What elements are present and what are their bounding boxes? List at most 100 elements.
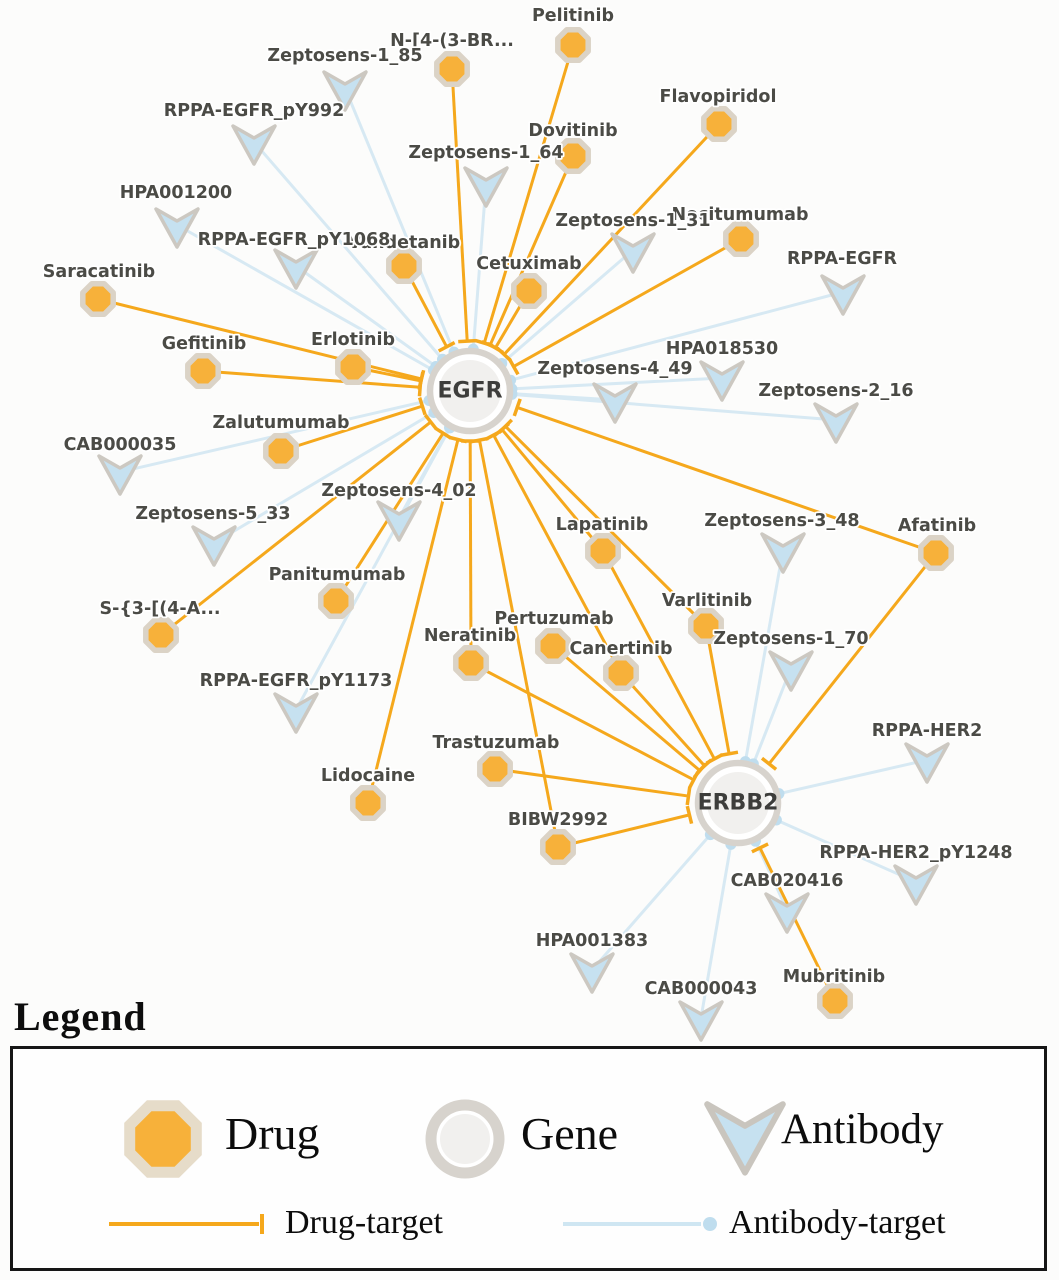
- legend-gene-icon: [425, 1099, 505, 1179]
- edge-drug-afatinib-egfr: [516, 406, 937, 555]
- drug-node-afatinib: [918, 535, 954, 571]
- legend-antibody-icon: [704, 1101, 786, 1176]
- drug-label-lidocaine: Lidocaine: [321, 766, 415, 786]
- drug-node-n-4-3-br: [434, 51, 470, 87]
- drug-label-lapatinib: Lapatinib: [556, 515, 649, 535]
- edge-drug-bibw2992-erbb2: [557, 813, 690, 849]
- drug-node-varlitinib: [688, 608, 724, 644]
- antibody-label-zeptosens-1-70: Zeptosens-1_70: [713, 629, 868, 649]
- antibody-label-rppa-her2-py1248: RPPA-HER2_pY1248: [819, 843, 1012, 863]
- legend-antibody-label: Antibody: [781, 1106, 944, 1153]
- drug-label-cetuximab: Cetuximab: [476, 254, 581, 274]
- drug-edge-tee: [484, 429, 503, 441]
- antibody-node-zeptosens-5-33: [191, 525, 237, 567]
- edge-drug-flavopiridol-egfr: [503, 122, 721, 356]
- edge-drug-varlitinib-egfr: [504, 425, 708, 628]
- drug-node-gefitinib: [185, 353, 221, 389]
- edge-antibody-hpa018530-egfr: [511, 376, 723, 391]
- antibody-node-rppa-egfr: [820, 274, 866, 316]
- edge-drug-neratinib-erbb2: [470, 661, 695, 782]
- antibody-node-cab000043: [678, 1000, 724, 1042]
- drug-edge-tee: [687, 770, 700, 789]
- antibody-label-rppa-egfr: RPPA-EGFR: [787, 249, 898, 269]
- antibody-node-rppa-egfr-py1068: [273, 248, 319, 290]
- edge-antibody-hpa001200-egfr: [176, 223, 435, 372]
- legend-drug-icon: [124, 1100, 202, 1178]
- drug-node-panitumumab: [318, 583, 354, 619]
- edge-drug-dovitinib-egfr: [488, 155, 575, 346]
- antibody-label-zeptosens-1-85: Zeptosens-1_85: [267, 46, 422, 66]
- gene-label-erbb2: ERBB2: [698, 791, 779, 816]
- edge-drug-lapatinib-egfr: [500, 428, 605, 552]
- legend-title: Legend: [14, 994, 147, 1039]
- edge-drug-canertinib-egfr: [492, 434, 623, 674]
- drug-label-afatinib: Afatinib: [898, 516, 976, 536]
- edge-antibody-zeptosens-2-16-egfr: [511, 392, 837, 422]
- edge-drug-lapatinib-erbb2: [601, 550, 716, 760]
- antibody-node-zeptosens-1-70: [768, 650, 814, 692]
- drug-node-pelitinib: [555, 27, 591, 63]
- edge-antibody-zeptosens-1-64-egfr: [471, 183, 488, 350]
- drug-edge-tee: [696, 758, 713, 774]
- antibody-node-rppa-her2-py1248: [893, 864, 939, 906]
- edge-drug-canertinib-erbb2: [619, 671, 706, 767]
- drug-edge-tee: [458, 338, 477, 344]
- drug-node-lidocaine: [350, 785, 386, 821]
- edge-antibody-hpa001383-erbb2: [590, 833, 712, 971]
- gene-node-erbb2: [694, 759, 782, 847]
- edge-antibody-zeptosens-1-31-egfr: [500, 248, 634, 365]
- legend-box: Drug Gene Antibody Drug-target Antibody-…: [10, 1046, 1047, 1271]
- edge-drug-mubritinib-erbb2: [758, 847, 837, 1002]
- legend-antibody-target-label: Antibody-target: [729, 1204, 946, 1241]
- drug-label-canertinib: Canertinib: [570, 639, 673, 659]
- drug-label-neratinib: Neratinib: [424, 626, 516, 646]
- antibody-node-hpa018530: [699, 360, 745, 402]
- edge-drug-n-4-3-br-egfr: [450, 68, 469, 342]
- edge-drug-gefitinib-egfr: [202, 369, 421, 389]
- antibody-label-zeptosens-1-31: Zeptosens-1_31: [555, 211, 710, 231]
- antibody-label-zeptosens-2-16: Zeptosens-2_16: [758, 381, 913, 401]
- drug-edge-tee: [448, 435, 468, 444]
- drug-label-dovitinib: Dovitinib: [528, 121, 617, 141]
- antibody-node-rppa-egfr-py1173: [273, 692, 319, 734]
- edge-antibody-zeptosens-1-70-erbb2: [751, 667, 793, 765]
- node-labels: EGFRERBB2PelitinibN-[4-(3-BR...Flavopiri…: [41, 4, 1014, 1001]
- drug-label-flavopiridol: Flavopiridol: [660, 87, 777, 107]
- drug-label-vandetanib: Vandetanib: [348, 233, 460, 253]
- antibody-label-zeptosens-3-48: Zeptosens-3_48: [704, 511, 859, 531]
- drug-edge-tee: [417, 371, 425, 391]
- nodes: [80, 27, 954, 1042]
- drug-node-vandetanib: [386, 248, 422, 284]
- drug-node-necitumumab: [723, 221, 759, 257]
- drug-edge-tee: [719, 750, 739, 758]
- antibody-node-rppa-her2: [904, 742, 950, 784]
- drug-label-saracatinib: Saracatinib: [43, 262, 155, 282]
- antibody-label-hpa001383: HPA001383: [536, 931, 648, 951]
- antibody-label-hpa001200: HPA001200: [120, 183, 232, 203]
- drug-node-canertinib: [603, 655, 639, 691]
- edge-antibody-zeptosens-3-48-erbb2: [743, 549, 785, 762]
- antibody-node-zeptosens-1-85: [322, 70, 368, 112]
- edge-drug-necitumumab-egfr: [512, 237, 742, 368]
- antibody-node-zeptosens-4-02: [376, 500, 422, 542]
- antibody-node-hpa001383: [569, 952, 615, 994]
- antibody-label-cab000043: CAB000043: [645, 979, 758, 999]
- edge-drug-varlitinib-erbb2: [704, 625, 731, 755]
- edge-antibody-rppa-egfr-py1173-egfr: [294, 427, 452, 711]
- drug-label-gefitinib: Gefitinib: [162, 334, 247, 354]
- antibody-label-zeptosens-5-33: Zeptosens-5_33: [135, 504, 290, 524]
- legend-drug-label: Drug: [225, 1108, 320, 1159]
- drug-label-necitumumab: Necitumumab: [672, 205, 809, 225]
- antibody-label-rppa-egfr-py1068: RPPA-EGFR_pY1068: [198, 230, 391, 250]
- drug-label-zalutumumab: Zalutumumab: [212, 413, 349, 433]
- drug-edge-tee: [486, 341, 505, 355]
- drug-label-pertuzumab: Pertuzumab: [494, 609, 613, 629]
- edge-antibody-rppa-egfr-egfr: [510, 290, 844, 382]
- drug-label-erlotinib: Erlotinib: [311, 330, 395, 350]
- legend-drug-target-line: [109, 1214, 264, 1234]
- edge-drug-pelitinib-egfr: [482, 44, 575, 344]
- drug-label-pelitinib: Pelitinib: [532, 6, 614, 26]
- drug-edge-tee: [512, 398, 522, 417]
